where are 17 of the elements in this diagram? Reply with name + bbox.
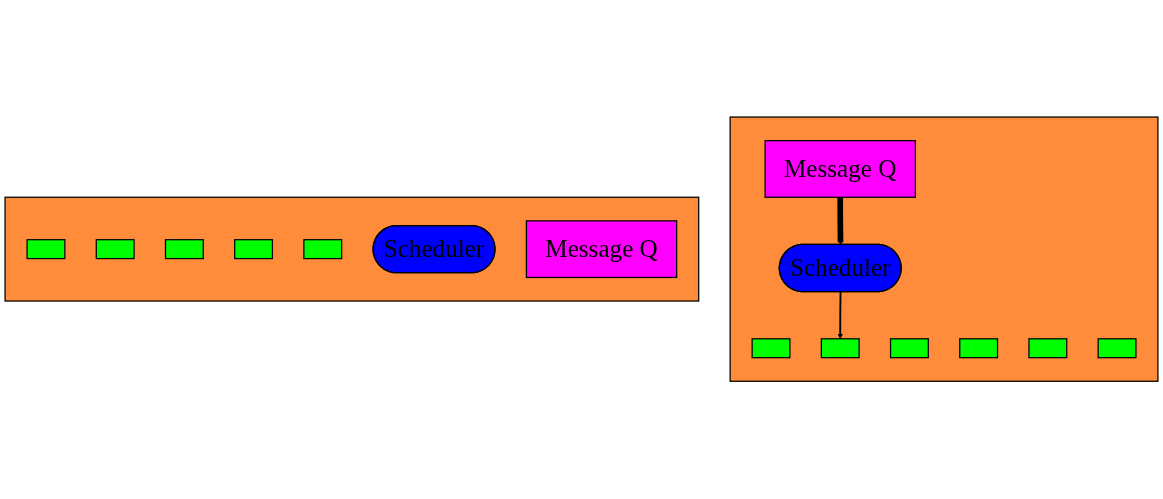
node-box [1097, 338, 1137, 359]
node-box [26, 239, 66, 260]
arrow [837, 291, 843, 340]
node-box [303, 239, 343, 260]
node-box [959, 338, 999, 359]
node-box: Message Q [525, 220, 678, 279]
node-box: Message Q [764, 140, 916, 199]
node-box [1028, 338, 1068, 359]
node-box [751, 338, 791, 359]
node-box [95, 239, 135, 260]
arrow [837, 197, 844, 246]
node-box [234, 239, 274, 260]
node-box [820, 338, 860, 359]
cluster [4, 196, 700, 302]
cluster [729, 116, 1159, 383]
node-box [164, 239, 204, 260]
node-box [889, 338, 929, 359]
